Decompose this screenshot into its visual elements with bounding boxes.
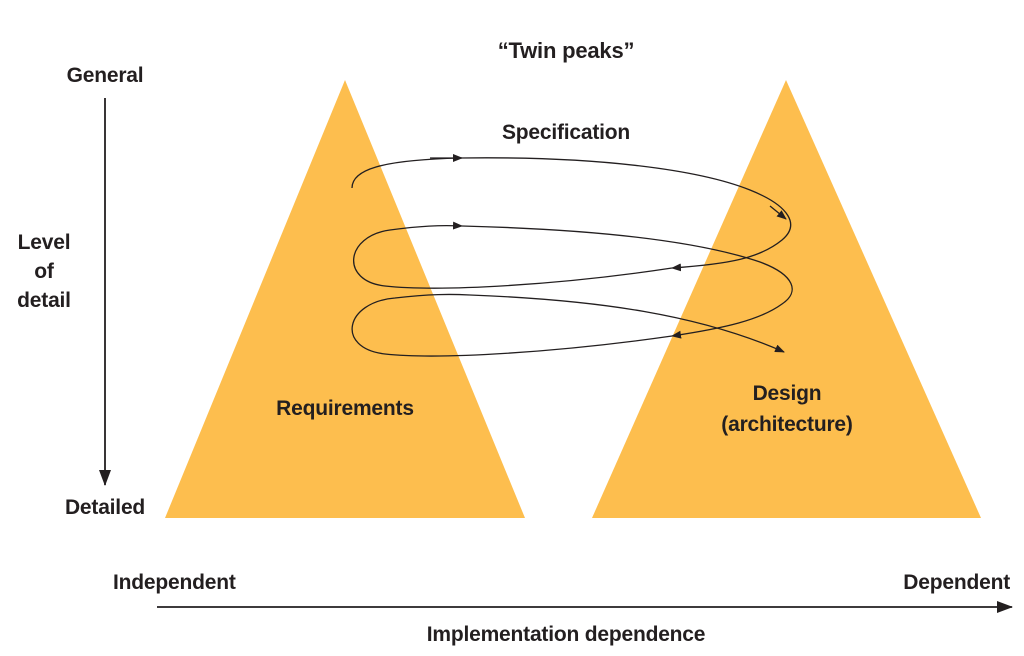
spiral-path-3 — [461, 225, 793, 339]
design-peak — [592, 80, 981, 518]
diagram-title: “Twin peaks” — [498, 38, 635, 63]
y-axis-top-label: General — [67, 64, 144, 87]
y-axis-bottom-label: Detailed — [65, 496, 145, 519]
spiral-path-4 — [351, 293, 673, 357]
specification-label: Specification — [502, 121, 630, 144]
spiral-path-2 — [353, 221, 673, 289]
spiral-path-1 — [351, 157, 792, 272]
y-axis-label-line-1: Level — [18, 231, 71, 254]
x-axis-label: Implementation dependence — [427, 623, 706, 646]
y-axis-label-line-3: detail — [17, 289, 71, 312]
specification-spiral — [351, 154, 793, 357]
spiral-path-5 — [469, 294, 785, 353]
spiral-arrow-right-1 — [769, 205, 787, 220]
y-axis-label-line-2: of — [34, 260, 55, 283]
design-label-line-2: (architecture) — [721, 413, 852, 436]
design-label-line-1: Design — [753, 382, 822, 405]
requirements-peak — [165, 80, 525, 518]
x-axis-right-label: Dependent — [903, 571, 1010, 594]
requirements-label: Requirements — [276, 397, 414, 420]
x-axis-left-label: Independent — [113, 571, 236, 594]
